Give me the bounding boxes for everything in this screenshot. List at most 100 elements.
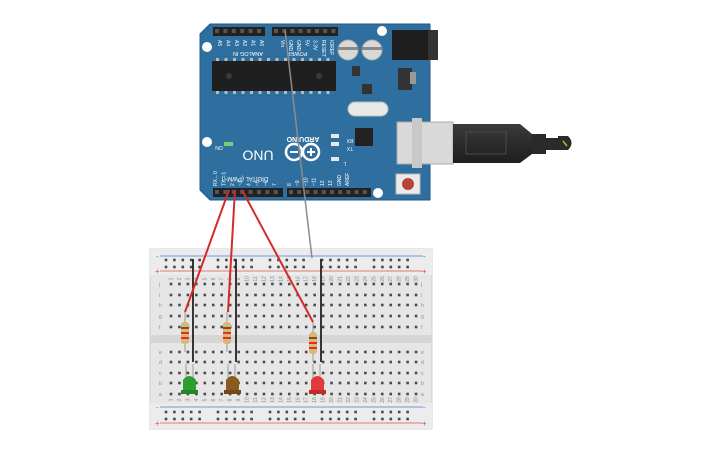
rail-hole[interactable] xyxy=(293,258,297,262)
breadboard-hole[interactable] xyxy=(414,350,418,354)
breadboard-hole[interactable] xyxy=(262,350,266,354)
rail-hole[interactable] xyxy=(337,410,341,414)
rail-hole[interactable] xyxy=(198,410,201,414)
breadboard-hole[interactable] xyxy=(271,381,274,385)
header-pin[interactable] xyxy=(273,190,278,194)
rail-hole[interactable] xyxy=(302,258,305,262)
breadboard-hole[interactable] xyxy=(178,293,181,297)
breadboard-hole[interactable] xyxy=(237,282,240,286)
rail-hole[interactable] xyxy=(198,265,201,269)
breadboard-hole[interactable] xyxy=(304,293,308,297)
header-pin[interactable] xyxy=(290,29,295,33)
breadboard-hole[interactable] xyxy=(406,303,409,307)
resistor-1[interactable] xyxy=(181,312,189,352)
breadboard-hole[interactable] xyxy=(262,282,266,286)
rail-hole[interactable] xyxy=(268,258,272,262)
breadboard-hole[interactable] xyxy=(355,360,359,364)
breadboard-hole[interactable] xyxy=(245,314,249,318)
breadboard-hole[interactable] xyxy=(262,314,266,318)
rail-hole[interactable] xyxy=(164,410,168,414)
breadboard-hole[interactable] xyxy=(389,293,392,297)
breadboard-hole[interactable] xyxy=(347,293,350,297)
breadboard-hole[interactable] xyxy=(330,293,333,297)
breadboard-hole[interactable] xyxy=(364,303,367,307)
breadboard-hole[interactable] xyxy=(389,371,392,375)
green-led[interactable] xyxy=(181,364,198,394)
breadboard-hole[interactable] xyxy=(304,392,308,396)
breadboard-hole[interactable] xyxy=(245,381,249,385)
breadboard-hole[interactable] xyxy=(347,360,350,364)
breadboard-hole[interactable] xyxy=(380,350,384,354)
rail-hole[interactable] xyxy=(345,265,349,269)
breadboard-hole[interactable] xyxy=(406,360,409,364)
breadboard-hole[interactable] xyxy=(288,360,291,364)
breadboard-hole[interactable] xyxy=(220,392,223,396)
breadboard-hole[interactable] xyxy=(414,392,418,396)
breadboard-hole[interactable] xyxy=(389,303,392,307)
rail-hole[interactable] xyxy=(233,265,237,269)
header-pin[interactable] xyxy=(362,190,367,194)
breadboard-hole[interactable] xyxy=(364,350,367,354)
breadboard-hole[interactable] xyxy=(271,282,274,286)
breadboard-hole[interactable] xyxy=(338,282,342,286)
breadboard-hole[interactable] xyxy=(178,371,181,375)
breadboard-hole[interactable] xyxy=(169,303,173,307)
breadboard-hole[interactable] xyxy=(220,360,223,364)
breadboard-hole[interactable] xyxy=(203,381,207,385)
breadboard-hole[interactable] xyxy=(414,325,418,329)
breadboard-hole[interactable] xyxy=(195,293,198,297)
rail-hole[interactable] xyxy=(293,265,297,269)
breadboard-hole[interactable] xyxy=(211,293,215,297)
breadboard-hole[interactable] xyxy=(330,350,333,354)
breadboard-hole[interactable] xyxy=(254,293,257,297)
breadboard-hole[interactable] xyxy=(178,325,181,329)
breadboard-hole[interactable] xyxy=(372,392,376,396)
breadboard-hole[interactable] xyxy=(372,314,376,318)
breadboard-hole[interactable] xyxy=(304,303,308,307)
breadboard-hole[interactable] xyxy=(254,371,257,375)
breadboard-hole[interactable] xyxy=(220,282,223,286)
breadboard-hole[interactable] xyxy=(211,360,215,364)
header-pin[interactable] xyxy=(306,29,311,33)
breadboard-hole[interactable] xyxy=(330,325,333,329)
breadboard-hole[interactable] xyxy=(203,350,207,354)
rail-hole[interactable] xyxy=(381,410,384,414)
breadboard-hole[interactable] xyxy=(288,392,291,396)
breadboard-hole[interactable] xyxy=(313,371,316,375)
breadboard-hole[interactable] xyxy=(169,360,173,364)
breadboard-hole[interactable] xyxy=(330,282,333,286)
breadboard-hole[interactable] xyxy=(203,314,207,318)
breadboard-hole[interactable] xyxy=(195,314,198,318)
breadboard-hole[interactable] xyxy=(397,360,401,364)
rail-hole[interactable] xyxy=(181,265,185,269)
rail-hole[interactable] xyxy=(285,265,289,269)
rail-hole[interactable] xyxy=(354,417,357,421)
rail-hole[interactable] xyxy=(320,417,324,421)
usb-cable[interactable] xyxy=(453,124,572,163)
breadboard-hole[interactable] xyxy=(296,282,300,286)
breadboard-hole[interactable] xyxy=(380,325,384,329)
breadboard-hole[interactable] xyxy=(313,325,316,329)
breadboard-hole[interactable] xyxy=(254,350,257,354)
rail-hole[interactable] xyxy=(389,265,393,269)
rail-hole[interactable] xyxy=(397,265,401,269)
breadboard-hole[interactable] xyxy=(389,325,392,329)
rail-hole[interactable] xyxy=(277,417,280,421)
breadboard-hole[interactable] xyxy=(372,371,376,375)
breadboard-hole[interactable] xyxy=(389,360,392,364)
breadboard-hole[interactable] xyxy=(347,371,350,375)
breadboard-hole[interactable] xyxy=(414,293,418,297)
rail-hole[interactable] xyxy=(320,265,324,269)
rail-hole[interactable] xyxy=(181,410,185,414)
breadboard-hole[interactable] xyxy=(296,325,300,329)
rail-hole[interactable] xyxy=(189,417,193,421)
breadboard-hole[interactable] xyxy=(304,314,308,318)
breadboard-hole[interactable] xyxy=(330,371,333,375)
breadboard-hole[interactable] xyxy=(262,303,266,307)
breadboard-hole[interactable] xyxy=(288,350,291,354)
breadboard-hole[interactable] xyxy=(321,282,325,286)
rail-hole[interactable] xyxy=(381,417,384,421)
breadboard-hole[interactable] xyxy=(220,303,223,307)
rail-hole[interactable] xyxy=(268,410,272,414)
